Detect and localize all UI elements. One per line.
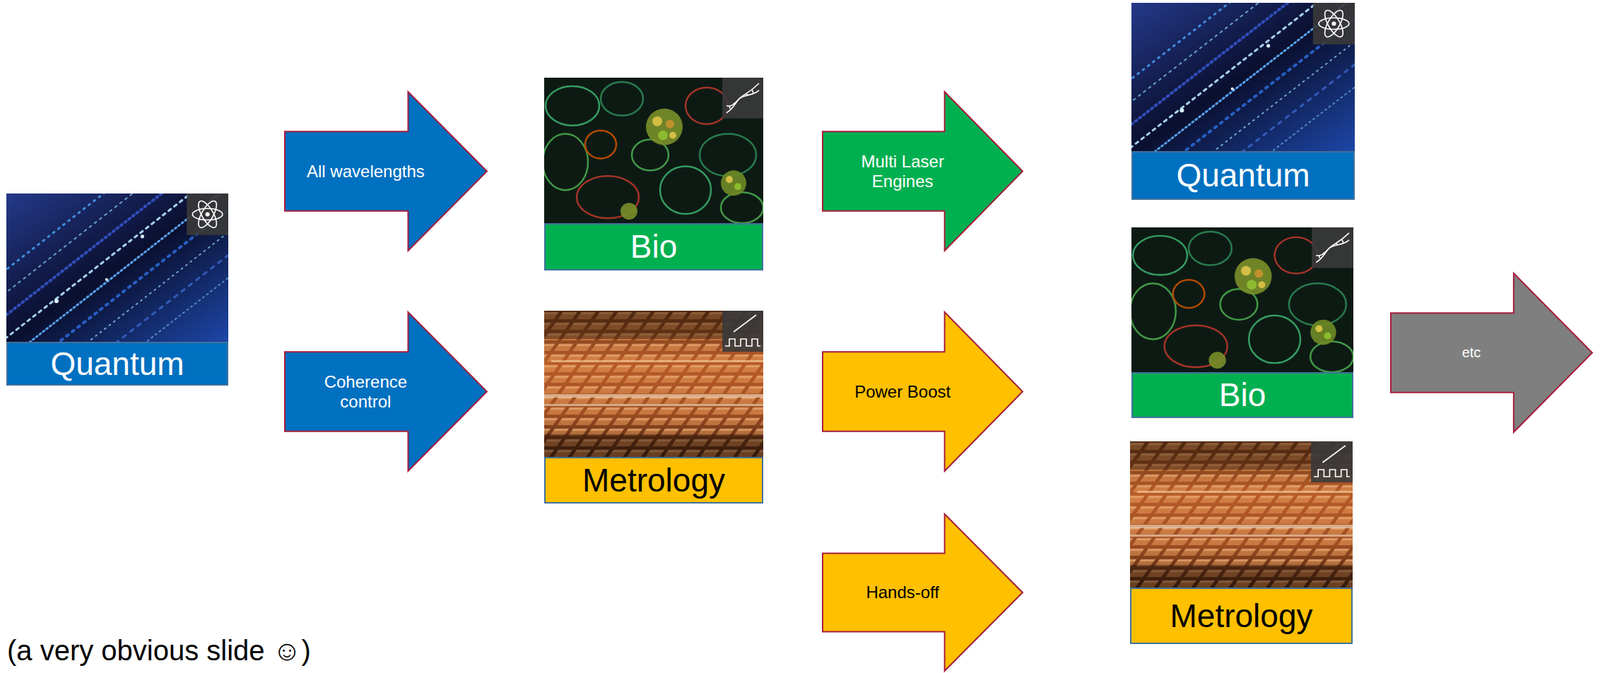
category-label: Metrology	[582, 462, 726, 500]
block-arrow: Multi Laser Engines	[822, 91, 1023, 251]
label-bar: Bio	[1131, 372, 1354, 419]
arrow-outline	[822, 91, 1023, 251]
category-label: Quantum	[50, 345, 184, 384]
arrow-label: Coherence control	[312, 372, 419, 412]
arrow-outline	[284, 312, 487, 472]
metrology-image	[1105, 441, 1426, 588]
label-bar: Bio	[544, 223, 764, 271]
arrow-label: All wavelengths	[306, 161, 425, 182]
caption-note: (a very obvious slide ☺)	[7, 634, 311, 668]
bio-image	[1130, 227, 1354, 373]
label-bar: Metrology	[544, 457, 764, 504]
metrology-image	[519, 310, 835, 458]
arrow-label: Multi Laser Engines	[849, 151, 956, 191]
arrow-label: Hands-off	[865, 583, 940, 603]
quantum-image	[1045, 0, 1447, 259]
arrow-outline	[1390, 273, 1593, 433]
arrow-label: etc	[1462, 344, 1482, 362]
arrow-outline	[822, 514, 1023, 672]
arrow-outline	[822, 312, 1023, 472]
block-arrow: Coherence control	[284, 312, 487, 472]
block-arrow: All wavelengths	[284, 91, 487, 251]
category-label: Bio	[1219, 376, 1266, 415]
arrow-shape	[1390, 273, 1593, 433]
category-label: Quantum	[1175, 156, 1310, 195]
bio-image	[542, 77, 764, 224]
block-arrow: Power Boost	[822, 312, 1023, 472]
block-arrow: etc	[1390, 273, 1593, 433]
arrow-outline	[284, 91, 487, 251]
block-arrow: Hands-off	[822, 514, 1023, 672]
label-bar: Quantum	[1131, 151, 1355, 200]
quantum-image	[0, 93, 320, 449]
label-bar: Quantum	[6, 342, 229, 386]
arrow-label: Power Boost	[854, 382, 951, 403]
category-label: Bio	[630, 228, 678, 266]
category-label: Metrology	[1170, 597, 1314, 636]
label-bar: Metrology	[1130, 587, 1353, 645]
